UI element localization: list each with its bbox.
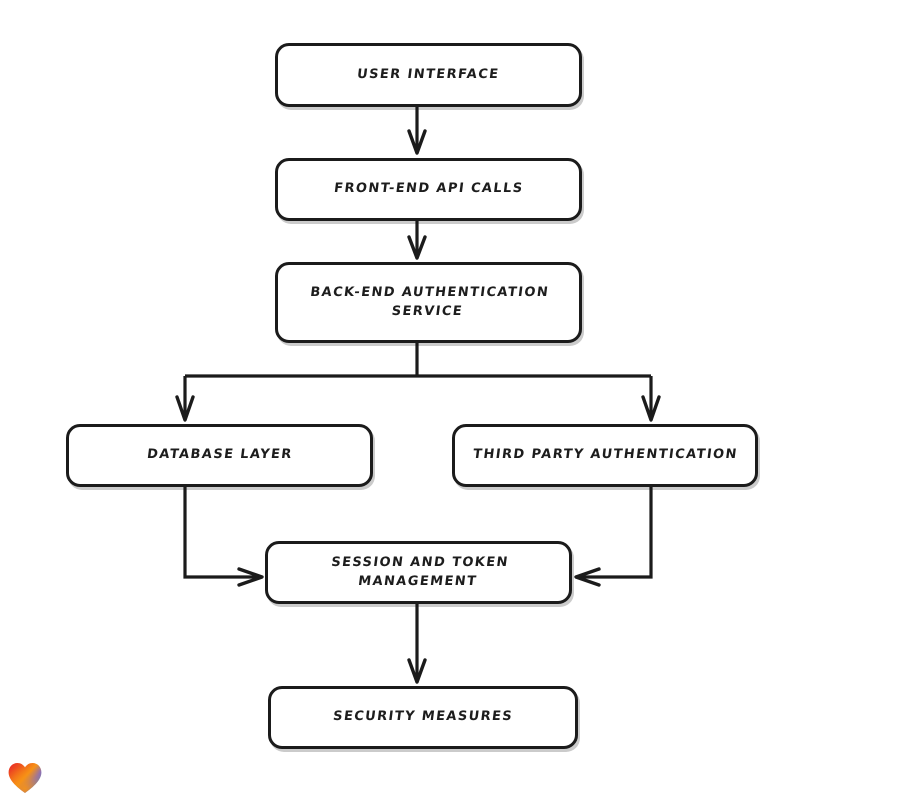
node-session-token[interactable]: Session and Token Management <box>265 541 572 604</box>
edge-backend-auth-split-bus <box>185 343 651 378</box>
edge-database-layer-to-session-token <box>183 487 264 587</box>
edge-backend-auth-to-database-layer <box>175 376 195 422</box>
node-session-token-label: Session and Token Management <box>330 554 510 589</box>
node-database-layer-label: Database Layer <box>145 447 294 463</box>
node-security-label: Security Measures <box>332 709 514 725</box>
heart-icon <box>8 763 42 793</box>
node-frontend-api[interactable]: Front-end API Calls <box>275 158 582 221</box>
edge-session-token-to-security <box>407 604 427 684</box>
node-user-interface[interactable]: User Interface <box>275 43 582 107</box>
edge-third-party-auth-to-session-token <box>574 487 653 587</box>
edge-backend-auth-to-third-party-auth <box>641 376 661 422</box>
node-user-interface-label: User Interface <box>356 66 501 82</box>
edge-frontend-api-to-backend-auth <box>407 221 427 260</box>
node-third-party-auth-label: Third Party Authentication <box>471 447 739 463</box>
node-third-party-auth[interactable]: Third Party Authentication <box>452 424 758 487</box>
node-backend-auth-label: Back-end Authentication Service <box>309 284 551 319</box>
node-security[interactable]: Security Measures <box>268 686 578 749</box>
node-backend-auth[interactable]: Back-end Authentication Service <box>275 262 582 343</box>
node-frontend-api-label: Front-end API Calls <box>333 181 525 197</box>
node-database-layer[interactable]: Database Layer <box>66 424 373 487</box>
edge-user-interface-to-frontend-api <box>407 107 427 155</box>
